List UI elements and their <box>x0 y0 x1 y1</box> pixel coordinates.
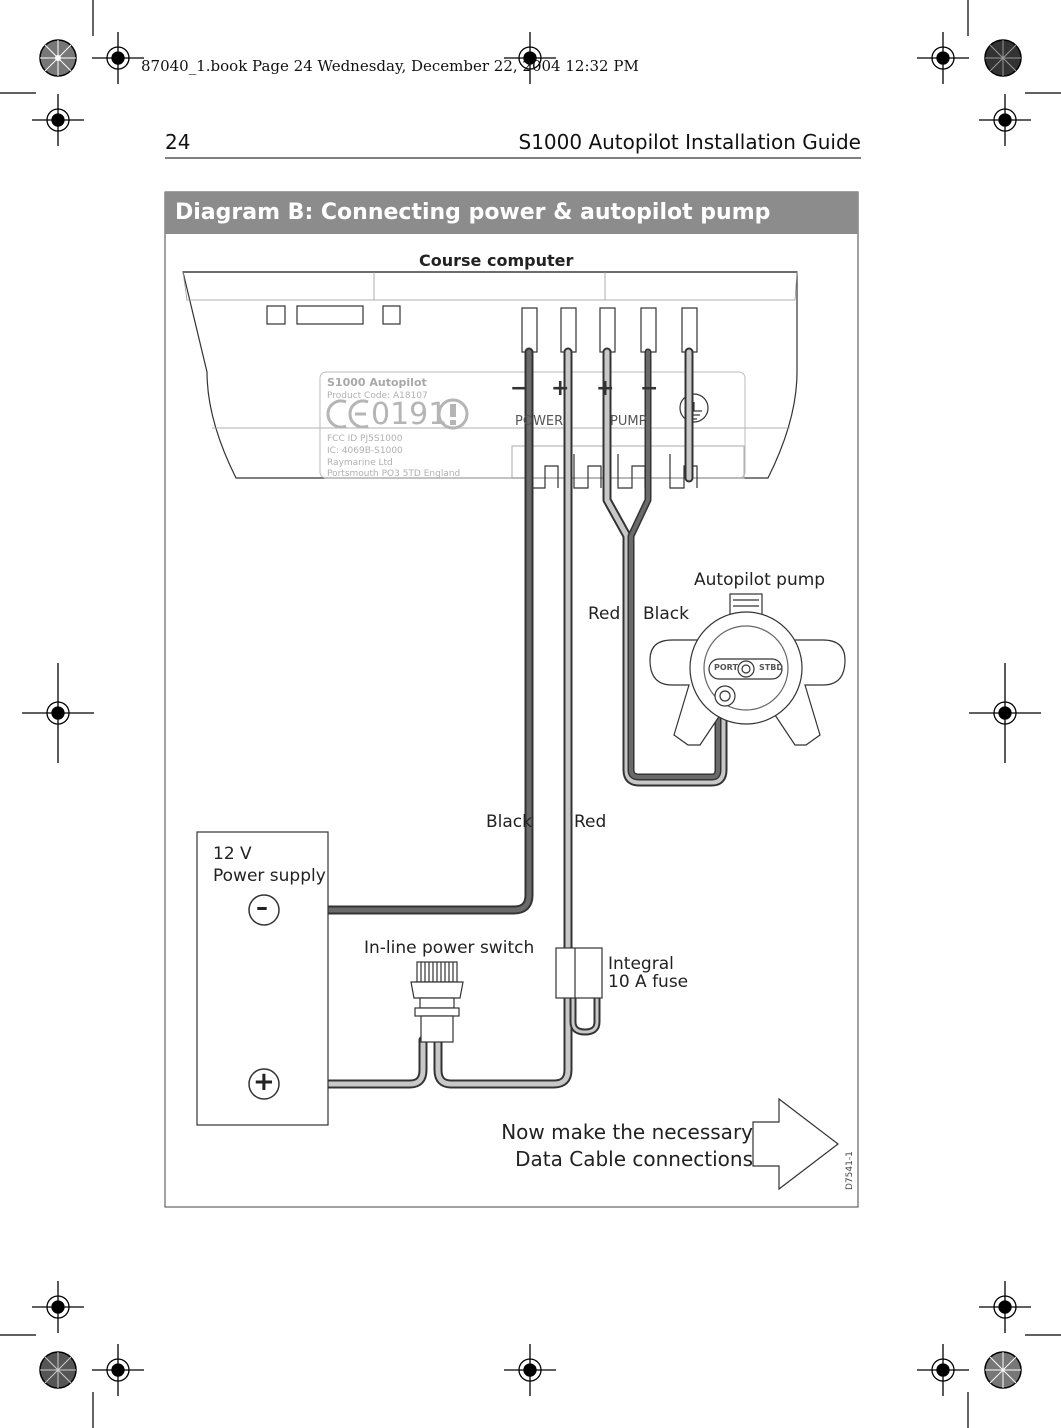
pump-black-wire-label: Black <box>643 604 689 624</box>
page-number: 24 <box>165 130 191 154</box>
power-supply-voltage: 12 V <box>213 844 252 864</box>
course-computer-unit <box>182 271 798 489</box>
power-terminal-label: POWER <box>515 414 564 429</box>
next-step-line1: Now make the necessary <box>501 1120 753 1144</box>
unit-product-code: Product Code: A18107 <box>327 391 428 401</box>
next-step-arrow-icon <box>752 1097 839 1191</box>
negative-terminal-symbol: – <box>256 893 268 921</box>
unit-maker: Raymarine Ltd <box>327 458 393 468</box>
course-computer-label: Course computer <box>419 251 574 270</box>
inline-switch-drawing <box>410 961 464 1043</box>
pump-red-wire-label: Red <box>588 604 621 624</box>
fuse-label-line2: 10 A fuse <box>608 972 689 992</box>
warning-icon <box>437 398 469 430</box>
ce-mark-icon <box>326 399 369 429</box>
autopilot-pump-drawing <box>649 593 846 746</box>
drawing-code: D7541-1 <box>845 1151 855 1190</box>
fuse-holder-drawing <box>555 947 603 1036</box>
unit-fcc: FCC ID PJ5S1000 <box>327 434 403 444</box>
terminal-symbol: + <box>596 376 615 401</box>
diagram-title-banner <box>165 192 858 234</box>
running-title: S1000 Autopilot Installation Guide <box>518 130 862 154</box>
terminal-symbol: − <box>640 376 659 401</box>
diagram-title: Diagram B: Connecting power & autopilot … <box>175 200 771 225</box>
ce-number: 0191 <box>371 397 448 432</box>
negative-terminal <box>248 894 280 926</box>
registration-target-icon <box>22 32 1041 1396</box>
unit-address: Portsmouth PO3 5TD England <box>327 469 461 479</box>
inline-switch-label: In-line power switch <box>364 938 535 958</box>
pump-terminal-label: PUMP <box>610 414 647 429</box>
wires <box>273 347 728 1089</box>
pump-port-label: PORT <box>714 663 738 672</box>
power-red-wire-label: Red <box>574 812 607 832</box>
fuse-label-line1: Integral <box>608 954 674 974</box>
pump-stbd-label: STBD <box>759 663 783 672</box>
unit-ic: IC: 4069B-S1000 <box>327 446 403 456</box>
next-step-line2: Data Cable connections <box>515 1147 753 1171</box>
file-slug: 87040_1.book Page 24 Wednesday, December… <box>141 57 639 75</box>
terminal-symbol: + <box>551 376 570 401</box>
autopilot-pump-label: Autopilot pump <box>694 570 826 590</box>
power-black-wire-label: Black <box>486 812 532 832</box>
positive-terminal <box>248 1068 280 1100</box>
terminal-symbol: − <box>510 376 529 401</box>
power-supply-label: Power supply <box>213 866 326 886</box>
positive-terminal-symbol: + <box>253 1067 275 1097</box>
unit-model: S1000 Autopilot <box>327 376 427 389</box>
star-target-icon <box>39 39 1022 1389</box>
